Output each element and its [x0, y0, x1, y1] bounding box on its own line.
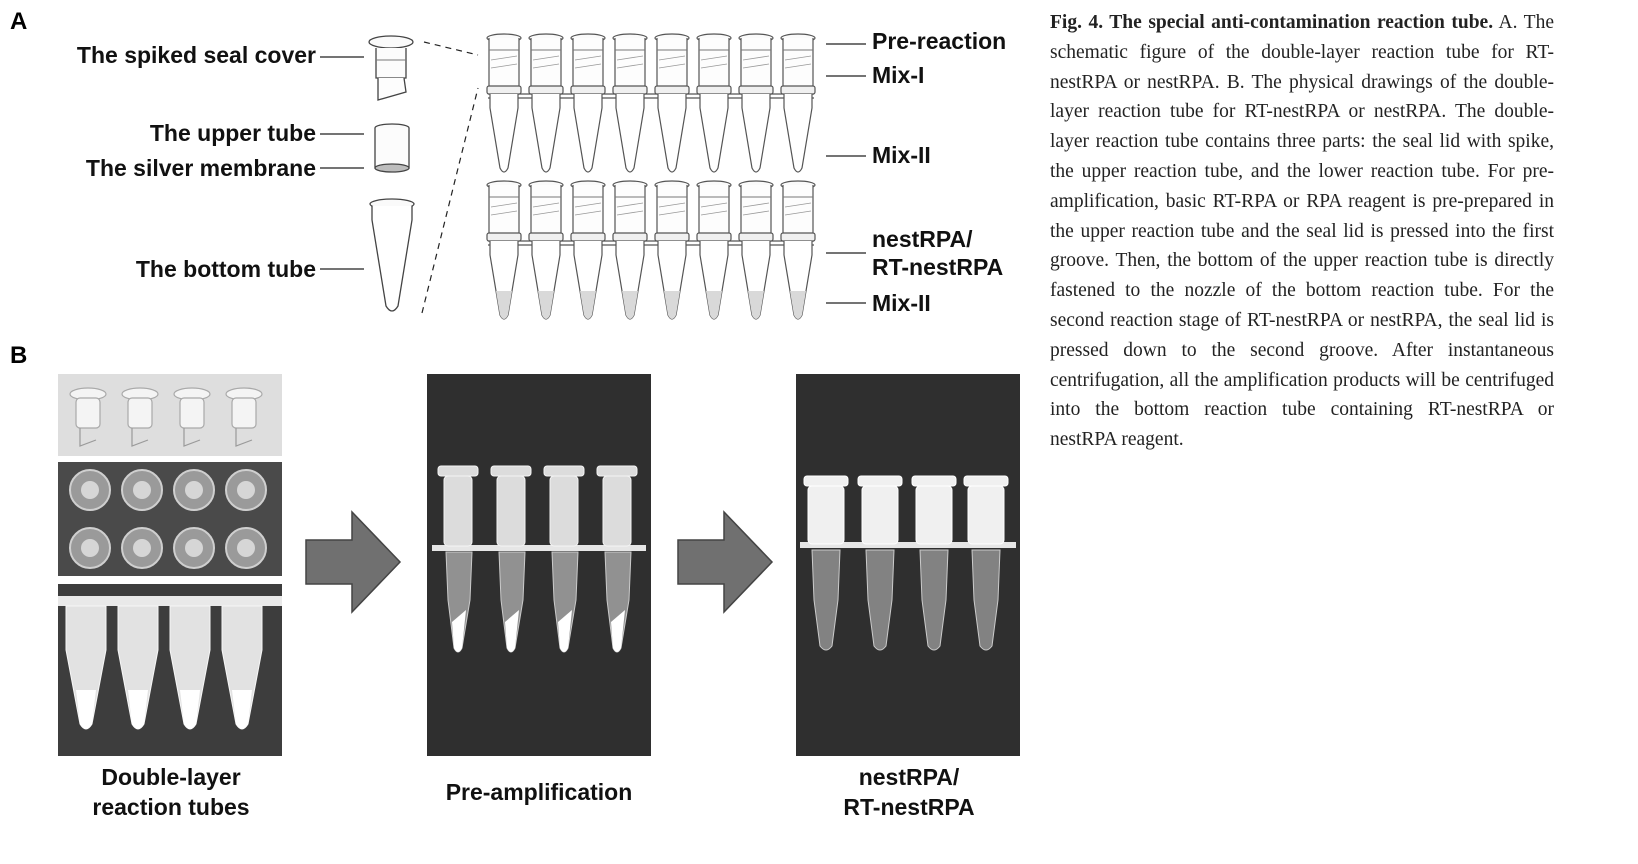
photo-label-double-layer-line1: Double-layer — [101, 764, 241, 790]
caption-title: Fig. 4. The special anti-contamination r… — [1050, 12, 1494, 33]
label-mix-ii-row2: Mix-II — [872, 290, 931, 316]
panel-b-letter: B — [10, 342, 28, 369]
photo-label-double-layer: Double-layer reaction tubes — [40, 762, 302, 822]
strip-tubes-row1 — [486, 33, 816, 173]
photo-seal-caps — [58, 374, 282, 456]
photo-pre-amplification — [427, 374, 651, 756]
bottom-tube-drawing — [369, 198, 415, 312]
arrow-1 — [305, 510, 402, 614]
label-silver-membrane: The silver membrane — [85, 155, 316, 181]
photo-nestrpa — [796, 374, 1020, 756]
caption-body: A. The schematic figure of the double-la… — [1050, 12, 1554, 451]
photo-label-double-layer-line2: reaction tubes — [92, 794, 250, 820]
label-rt-nestrpa: RT-nestRPA — [872, 254, 1004, 280]
arrow-2 — [677, 510, 774, 614]
upper-tube-drawing — [374, 123, 410, 173]
label-mix-i: Mix-I — [872, 62, 925, 88]
strip-tubes-row2 — [487, 181, 815, 319]
panel-a-letter: A — [10, 8, 28, 35]
label-pre-reaction: Pre-reaction — [872, 28, 1007, 54]
label-nestrpa: nestRPA/ — [872, 226, 973, 252]
photo-label-nestrpa: nestRPA/ RT-nestRPA — [778, 762, 1040, 822]
label-bottom-tube: The bottom tube — [135, 256, 316, 282]
photo-bottom-tubes — [58, 584, 282, 756]
figure-caption: Fig. 4. The special anti-contamination r… — [1050, 8, 1554, 455]
label-upper-tube: The upper tube — [149, 120, 316, 146]
label-mix-ii-row1: Mix-II — [872, 142, 931, 168]
photo-label-nestrpa-line1: nestRPA/ — [858, 764, 960, 790]
spiked-seal-cover-drawing — [368, 35, 414, 101]
photo-label-nestrpa-line2: RT-nestRPA — [843, 794, 975, 820]
label-spiked-seal-cover: The spiked seal cover — [76, 42, 316, 68]
photo-top-view — [58, 462, 282, 576]
photo-label-pre-amplification: Pre-amplification — [445, 779, 633, 805]
